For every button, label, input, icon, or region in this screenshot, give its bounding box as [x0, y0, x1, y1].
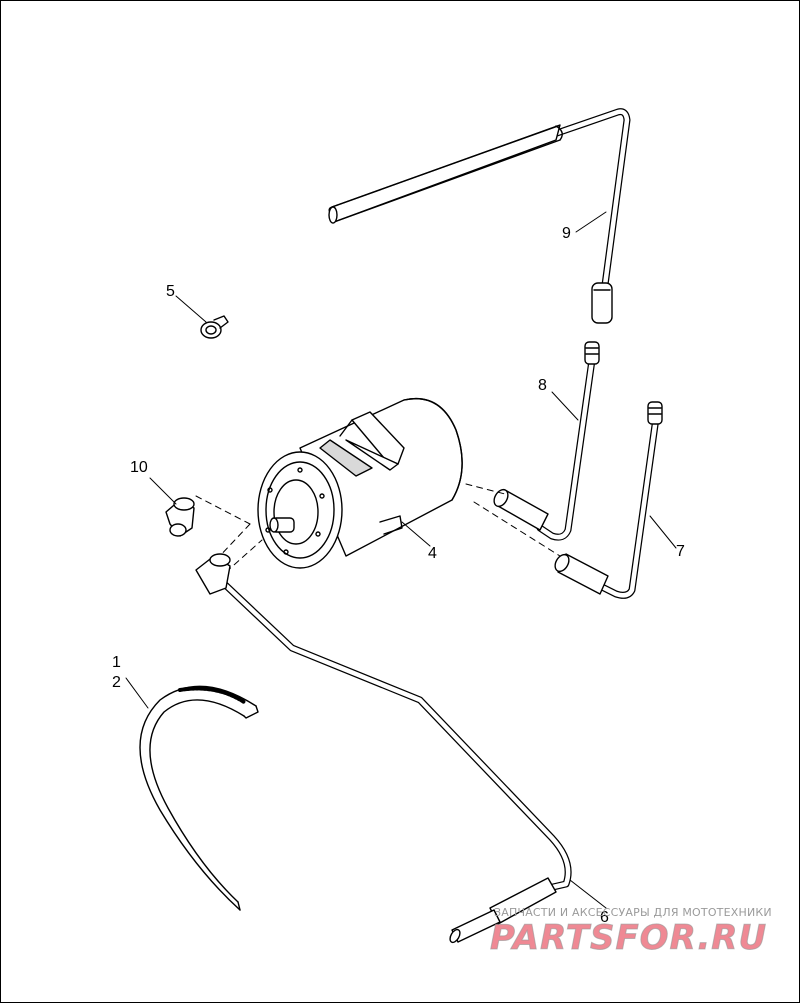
assembly-dashed-lines — [195, 483, 561, 573]
part-4-canister — [257, 398, 463, 569]
watermark-logo: PARTSFOR.RU — [489, 918, 768, 959]
callout-1: 1 — [112, 654, 121, 671]
part-9-hose — [328, 108, 631, 324]
part-7-hose — [554, 401, 663, 599]
callout-9: 9 — [562, 225, 571, 242]
callout-4: 4 — [428, 545, 437, 562]
callout-5: 5 — [166, 283, 175, 300]
callout-8: 8 — [538, 377, 547, 394]
part-10-elbow — [165, 497, 195, 537]
callout-6: 6 — [600, 909, 609, 926]
callout-7: 7 — [676, 543, 685, 560]
callout-2: 2 — [112, 674, 121, 691]
leader-lines — [125, 211, 677, 909]
watermark-caption: ЗАПЧАСТИ И АКСЕССУАРЫ ДЛЯ МОТОТЕХНИКИ — [494, 906, 772, 919]
callout-10: 10 — [130, 459, 148, 476]
part-6-hose — [195, 553, 572, 944]
part-1-2-strap — [139, 685, 259, 911]
part-5-clip — [200, 315, 229, 339]
part-8-hose — [493, 341, 600, 541]
